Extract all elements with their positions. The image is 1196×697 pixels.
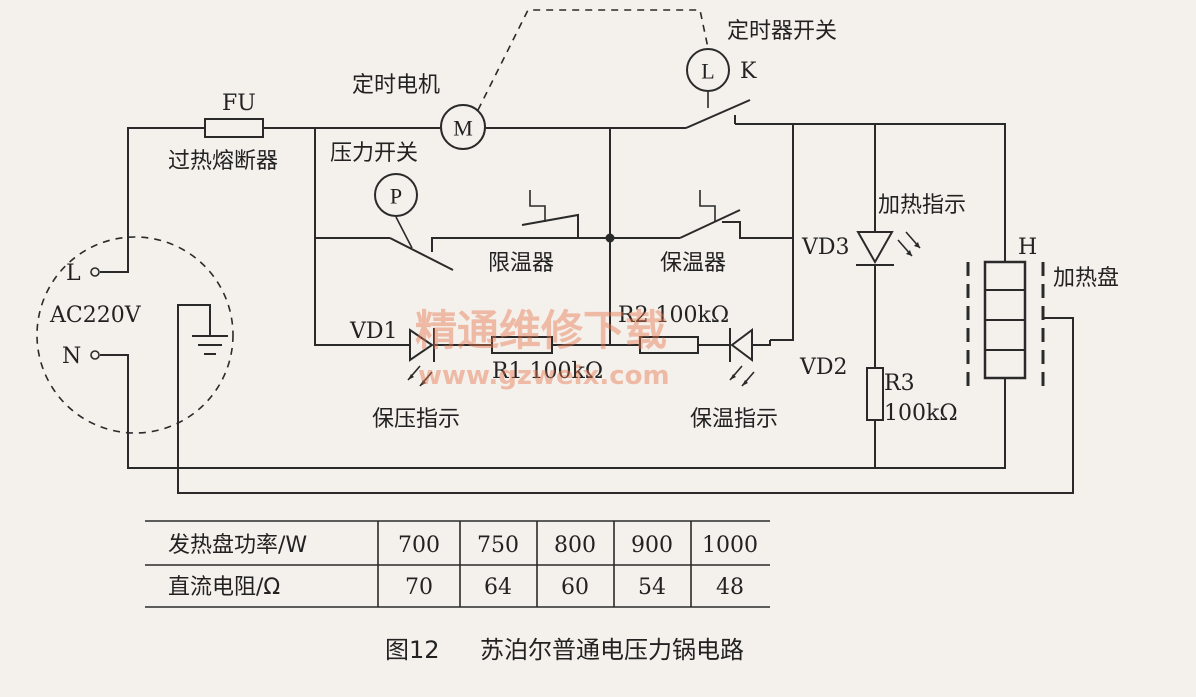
wire-n-return bbox=[100, 354, 1006, 469]
pressure-letter: P bbox=[390, 184, 402, 209]
r3-resistor bbox=[866, 367, 884, 421]
wire-inner-left bbox=[314, 128, 410, 346]
r3-code-label: R3 bbox=[884, 371, 915, 396]
r2-label: R2 100kΩ bbox=[618, 303, 729, 328]
fuse-code-label: FU bbox=[222, 91, 256, 116]
wire-vd2-right bbox=[752, 340, 771, 346]
motor-letter: M bbox=[453, 116, 473, 141]
pressure-switch-symbol bbox=[374, 173, 418, 217]
vd2-arrow-heads bbox=[730, 374, 748, 386]
table-cell: 800 bbox=[554, 533, 596, 558]
h-label: H bbox=[1018, 235, 1037, 260]
vd3-diode bbox=[856, 231, 894, 265]
ac-voltage-label: AC220V bbox=[49, 303, 142, 328]
watermark-url: www.gzweix.com bbox=[418, 361, 670, 391]
table-row-header: 直流电阻/Ω bbox=[168, 575, 280, 600]
r2-resistor bbox=[639, 336, 699, 354]
vd1-arrow-heads bbox=[408, 374, 426, 386]
table-cell: 60 bbox=[561, 575, 589, 600]
wire-l-rail bbox=[100, 127, 205, 273]
pressure-switch-blade bbox=[389, 237, 454, 271]
mechanical-link bbox=[477, 9, 709, 111]
resistance-table: 发热盘功率/W 700 750 800 900 1000 直流电阻/Ω 70 6… bbox=[145, 520, 770, 608]
press-indicator-label: 保压指示 bbox=[372, 407, 460, 432]
fuse-name-label: 过热熔断器 bbox=[168, 149, 278, 174]
pressure-switch-contact bbox=[431, 237, 610, 252]
heater-coils bbox=[985, 289, 1025, 351]
figure-title: 苏泊尔普通电压力锅电路 bbox=[480, 636, 744, 664]
wire-keeper-right bbox=[722, 221, 793, 239]
keeper-label: 保温器 bbox=[660, 251, 726, 276]
vd2-label: VD2 bbox=[799, 355, 848, 380]
heater-label: 加热盘 bbox=[1053, 266, 1119, 291]
motor-name-label: 定时电机 bbox=[352, 73, 440, 98]
n-terminal-label: N bbox=[62, 344, 81, 369]
limiter-label: 限温器 bbox=[488, 251, 554, 276]
pressure-switch-label: 压力开关 bbox=[330, 141, 418, 166]
timer-letter: L bbox=[701, 59, 714, 84]
keeper-blade bbox=[679, 209, 741, 239]
vd3-arrow-heads bbox=[906, 242, 920, 256]
r1-label: R1 100kΩ bbox=[492, 359, 603, 384]
table-cell: 48 bbox=[716, 575, 744, 600]
limiter-bimetal bbox=[529, 190, 546, 222]
watermark-cn: 精通维修下载 bbox=[415, 306, 667, 355]
figure-number: 图12 bbox=[385, 636, 440, 664]
r1-resistor bbox=[491, 336, 553, 354]
vd1-label: VD1 bbox=[349, 319, 398, 344]
wire-ground-return bbox=[177, 304, 1074, 494]
table-cell: 900 bbox=[631, 533, 673, 558]
vd2-diode bbox=[730, 328, 753, 362]
table-cell: 64 bbox=[484, 575, 512, 600]
ground-symbol bbox=[192, 335, 228, 355]
table-row-header: 发热盘功率/W bbox=[168, 533, 307, 558]
vd1-diode bbox=[409, 328, 434, 362]
table-cell: 70 bbox=[405, 575, 433, 600]
timer-motor-symbol bbox=[440, 104, 486, 150]
r3-value-label: 100kΩ bbox=[884, 401, 958, 426]
ac-source-boundary bbox=[36, 236, 234, 434]
k-switch-blade bbox=[685, 99, 751, 129]
table-cell: 54 bbox=[638, 575, 666, 600]
pressure-plunger bbox=[395, 216, 413, 249]
table-cell: 750 bbox=[477, 533, 519, 558]
wire-right-inner bbox=[770, 124, 794, 341]
l-terminal bbox=[90, 267, 100, 277]
k-label: K bbox=[740, 59, 757, 84]
heat-indicator-label: 加热指示 bbox=[878, 193, 966, 218]
keeper-bimetal bbox=[699, 190, 716, 222]
fuse-symbol bbox=[204, 118, 264, 138]
timer-switch-label: 定时器开关 bbox=[727, 19, 837, 44]
l-terminal-label: L bbox=[66, 261, 81, 286]
wire-top-rail-c bbox=[735, 123, 1006, 262]
table-cell: 1000 bbox=[702, 533, 758, 558]
n-terminal bbox=[90, 350, 100, 360]
table-col-dividers bbox=[377, 521, 692, 607]
limiter-blade bbox=[521, 213, 579, 238]
timer-switch-symbol bbox=[686, 48, 730, 92]
vd3-label: VD3 bbox=[801, 235, 850, 260]
table-cell: 700 bbox=[398, 533, 440, 558]
keep-indicator-label: 保温指示 bbox=[690, 407, 778, 432]
